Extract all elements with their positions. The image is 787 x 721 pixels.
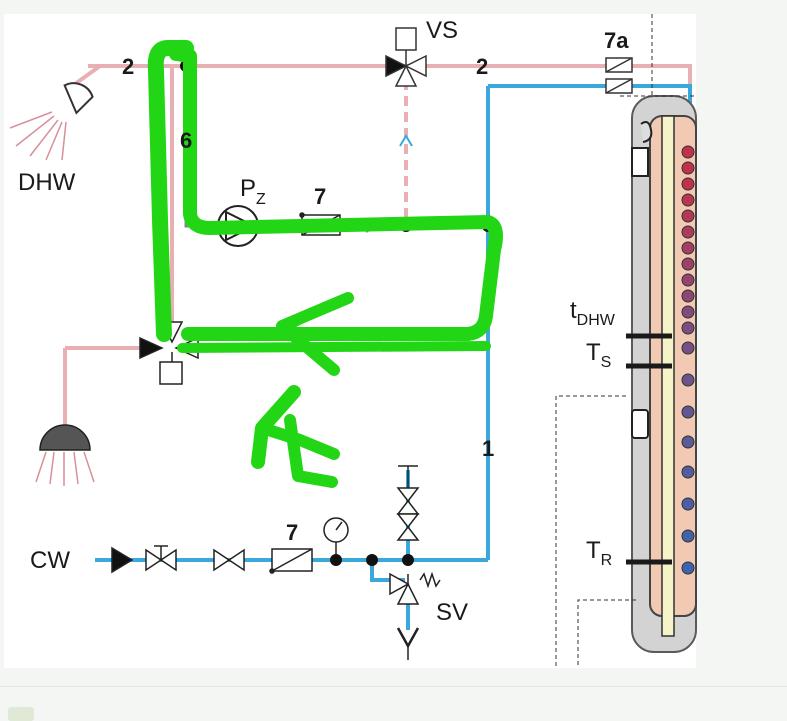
check-valve-7a [605, 57, 633, 94]
dhw-shower-icon [9, 82, 94, 161]
flow-arrow-up [399, 134, 413, 147]
footer-bar [0, 686, 787, 721]
cw-label: CW [30, 547, 70, 574]
component-label-7a: 7a [604, 28, 629, 53]
pipe-label-2-right: 2 [476, 54, 488, 79]
green-highlight-annotation [147, 40, 503, 488]
footer-chip [8, 707, 34, 721]
pump-label: PZ [240, 175, 266, 208]
component-label-7-bottom: 7 [286, 520, 298, 545]
cold-line-components [111, 465, 441, 660]
sensor-wiring [555, 14, 696, 668]
ts-label: TS [586, 339, 611, 371]
pipe-label-6: 6 [180, 128, 192, 153]
pipe-label-2-left: 2 [122, 54, 134, 79]
dhw-label: DHW [18, 169, 76, 196]
component-label-7-mid: 7 [314, 184, 326, 209]
tr-label: TR [586, 537, 612, 569]
sv-label: SV [436, 599, 468, 626]
tdhw-label: tDHW [570, 297, 616, 329]
vs-three-way-valve [385, 27, 427, 87]
storage-tank [626, 95, 697, 653]
pipe-label-1: 1 [482, 436, 494, 461]
secondary-shower-icon [35, 424, 95, 486]
vs-label: VS [426, 17, 458, 44]
